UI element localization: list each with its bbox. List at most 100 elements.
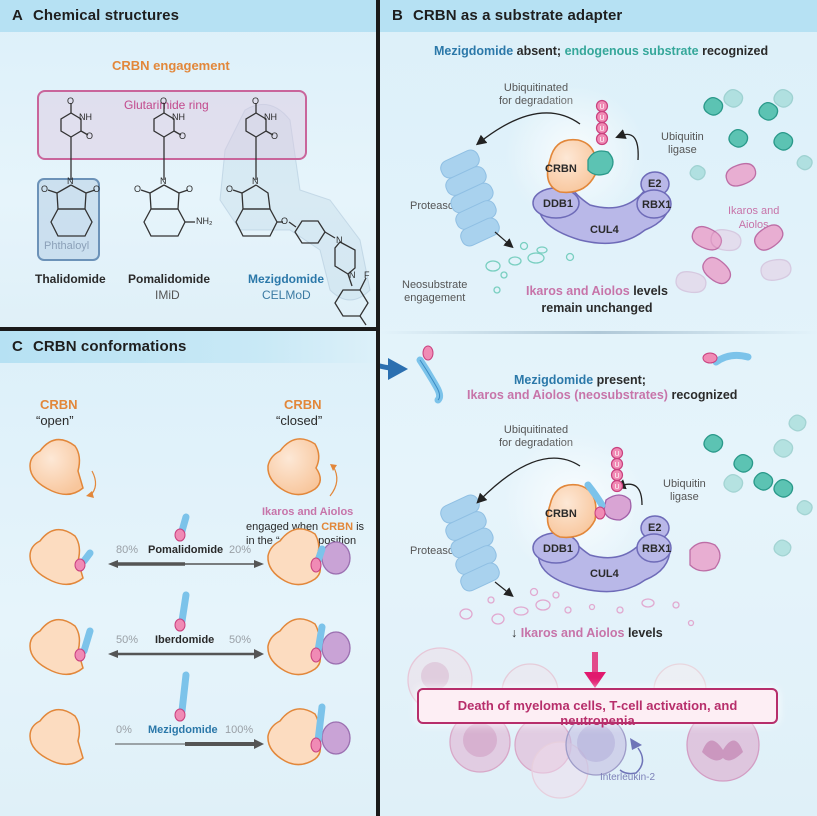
ubiquitinated-arrow-bottom [476, 457, 581, 504]
ikaros-aiolos-protein [760, 258, 792, 281]
ubiquitin-bead [610, 479, 624, 493]
arrow-head-left [108, 560, 118, 568]
result-text: Death of myeloma cells, T-cell activatio… [457, 698, 738, 728]
drug-molecule-closed [314, 623, 326, 655]
ubiquitin-bead-label: U [614, 451, 619, 458]
crbn-engagement-label: CRBN engagement [112, 58, 230, 73]
endogenous-substrate-protein [753, 471, 774, 491]
panel-letter: A [12, 7, 23, 24]
label-line: Ikaros and [728, 205, 780, 217]
decreased-levels-text: ↓ Ikaros and Aiolos levels [511, 626, 663, 640]
present-heading-line2: Ikaros and Aiolos (neosubstrates) recogn… [467, 388, 737, 402]
present-heading-line1: Mezigdomide present; [514, 373, 646, 387]
endogenous-substrate-protein [773, 131, 794, 151]
ubiquitin-bead-label: U [599, 137, 604, 144]
cul4-complex-bottom [532, 515, 672, 593]
levels-proteins: Ikaros and Aiolos [520, 626, 625, 640]
ikaros-protein-free [689, 541, 721, 572]
crbn-shapes [29, 438, 338, 498]
atom-n: N [160, 176, 167, 186]
degradation-arrow-bottom [494, 581, 514, 597]
glutarimide-ring-box [37, 90, 307, 160]
drug-name: Iberdomide [155, 634, 215, 646]
drug-glutarimide-open [74, 558, 86, 572]
ligase-arrow-bottom [615, 479, 643, 506]
ubiquitin-bead-label: U [614, 484, 619, 491]
crbn-open-shape [29, 708, 84, 766]
levels-text: remain unchanged [541, 301, 653, 315]
interleukin-2-label: Interleukin-2 [600, 772, 656, 783]
atom-o: O [271, 131, 279, 141]
result-box: Death of myeloma cells, T-cell activatio… [417, 688, 778, 728]
atom-o: O [226, 184, 234, 194]
endogenous-substrate-protein [773, 438, 794, 458]
crbn-open-shape [29, 528, 84, 586]
cul4-complex-top [532, 171, 672, 245]
levels-text: levels [629, 284, 668, 298]
heading-drug: Mezigdomide [434, 44, 514, 58]
atom-nh: NH [264, 112, 277, 122]
thalidomide-phthalimide [47, 184, 96, 237]
ubiquitin-bead [595, 132, 609, 146]
atom-o: O [186, 184, 194, 194]
label-line: Neosubstrate [402, 279, 468, 291]
atom-n: N [67, 176, 74, 186]
section-divider [380, 331, 817, 334]
note-ikaros-aiolos: Ikaros and Aiolos [262, 506, 354, 518]
panel-title-text: Chemical structures [32, 7, 180, 24]
endogenous-substrates-bottom [703, 414, 813, 557]
rbx1-label-bottom: RBX1 [642, 543, 672, 555]
drug-molecule-free [178, 513, 190, 535]
crbn-closed-shape [267, 528, 321, 586]
drug-glutarimide-closed [310, 557, 322, 573]
compound-class-imid: IMiD [155, 288, 180, 302]
drug-glutarimide-open [74, 648, 86, 662]
atom-nh: NH [79, 112, 92, 122]
endogenous-substrate-protein [773, 539, 792, 557]
atom-o: O [179, 131, 187, 141]
panel-title-text: CRBN conformations [32, 338, 187, 355]
transition-arrow-head [388, 358, 408, 380]
drug-glutarimide-closed [310, 737, 322, 753]
arrow-head-left [108, 650, 118, 658]
endogenous-substrate-protein [758, 101, 779, 121]
endogenous-substrate-protein [703, 433, 724, 453]
arrow-head-right [254, 560, 264, 568]
atom-o: O [41, 184, 49, 194]
endogenous-substrate-protein [796, 500, 813, 516]
levels-text: levels [624, 626, 663, 640]
atom-nh2: NH₂ [196, 216, 213, 226]
endogenous-substrate-protein [796, 155, 813, 171]
arrow-head-right [254, 649, 264, 659]
note-crbn: CRBN [321, 521, 354, 533]
atom-o: O [86, 131, 94, 141]
crbn-open-shape [29, 438, 97, 498]
interleukin-arrow-head [630, 738, 642, 750]
atom-o: O [252, 96, 260, 106]
endogenous-substrate-protein [723, 473, 744, 493]
panel-title-text: CRBN as a substrate adapter [412, 7, 623, 24]
atom-n: N [349, 270, 356, 280]
mezigdomide-structure [232, 103, 369, 326]
drug-name: Pomalidomide [148, 544, 224, 556]
atom-nh: NH [172, 112, 185, 122]
neosubstrate-bound [584, 481, 632, 521]
label-line: Ubiquitin [661, 131, 704, 143]
rbx1-label-top: RBX1 [642, 199, 672, 211]
result-arrow-shaft [592, 652, 598, 677]
endogenous-substrate-protein [723, 88, 744, 108]
panel-a-header: A Chemical structures [0, 0, 376, 32]
mezigdomide-molecule-right [702, 351, 752, 366]
open-percentage: 50% [116, 634, 139, 646]
absent-heading: Mezigdomide absent; endogenous substrate… [434, 44, 768, 58]
ubiquitin-bead-label: U [614, 473, 619, 480]
crbn-label-bottom: CRBN [545, 508, 577, 520]
